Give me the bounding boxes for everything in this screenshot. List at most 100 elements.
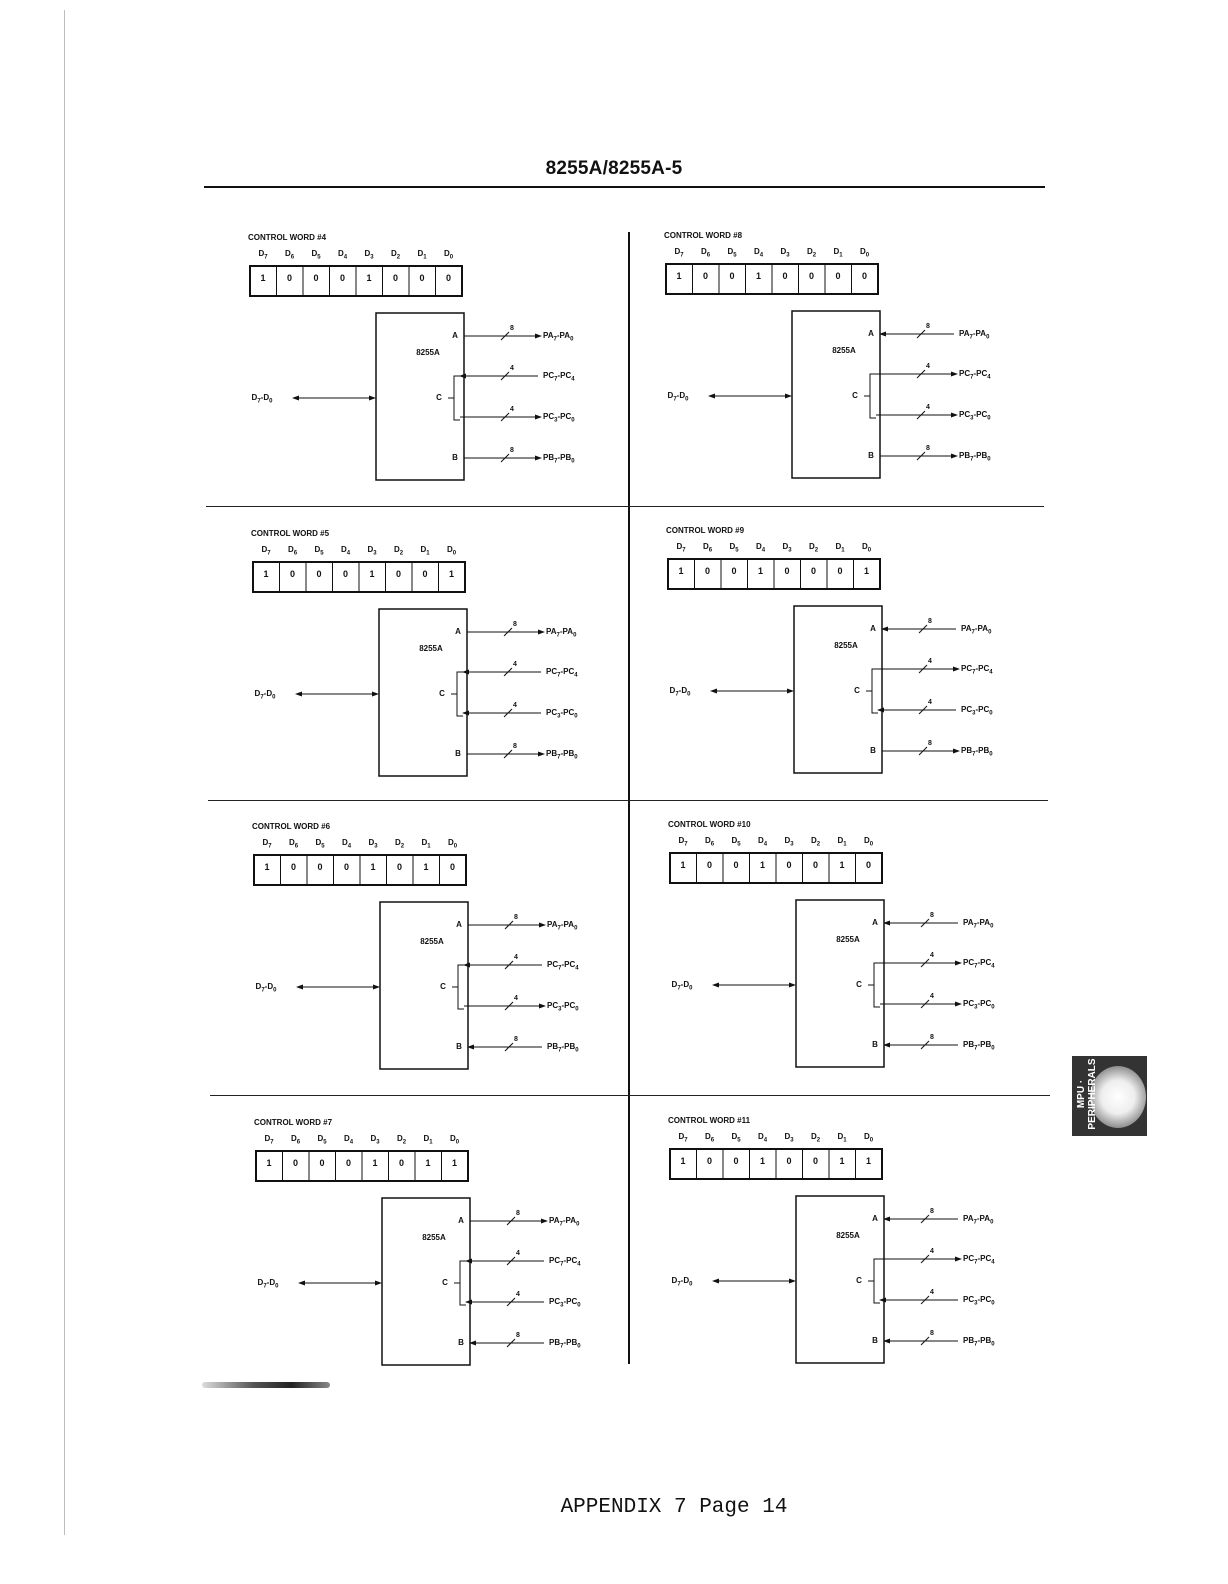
port-label: PC3-PC0 <box>959 410 991 422</box>
port-label: PB7-PB0 <box>543 453 575 465</box>
bit-cell: 0 <box>784 566 790 576</box>
port-arrow-out <box>535 333 542 339</box>
bit-label: D7 <box>258 249 268 261</box>
chip-name: 8255A <box>422 1233 446 1242</box>
port-label: PC7-PC4 <box>547 960 579 972</box>
bit-label: D3 <box>368 838 378 850</box>
port-label: PB7-PB0 <box>961 746 993 758</box>
bit-cell: 0 <box>733 1156 739 1166</box>
port-arrow-in <box>883 920 890 926</box>
bus-width-number: 4 <box>928 658 932 665</box>
port-c-bracket <box>864 373 876 419</box>
bit-label: D7 <box>676 542 686 554</box>
bus-arrow-right <box>789 982 796 988</box>
chip-outline <box>381 1197 471 1366</box>
chip-outline <box>795 899 885 1068</box>
port-arrow-out <box>535 455 542 461</box>
bit-label: D7 <box>261 545 271 557</box>
port-c-bracket <box>452 964 464 1010</box>
port-c-bracket <box>448 375 460 421</box>
bus-width-slash <box>916 451 926 461</box>
bit-cell: 1 <box>264 862 270 872</box>
bit-label: D2 <box>394 838 405 850</box>
control-word-title: CONTROL WORD #11 <box>668 1116 751 1125</box>
port-c-bracket <box>868 1258 880 1304</box>
bus-width-number: 4 <box>516 1291 520 1298</box>
bit-cell: 0 <box>835 271 841 281</box>
port-arrow-out <box>951 371 958 377</box>
bit-cell: 0 <box>865 860 871 870</box>
bit-cell: 0 <box>706 1156 712 1166</box>
bus-arrow-right <box>789 1278 796 1284</box>
bit-label: D4 <box>757 1132 768 1144</box>
bit-cell: 1 <box>369 569 375 579</box>
bit-cell: 1 <box>839 860 845 870</box>
bit-cell: 0 <box>729 271 735 281</box>
bit-label: D1 <box>835 542 845 554</box>
port-arrow-out <box>539 922 546 928</box>
bit-label: D5 <box>727 247 737 259</box>
bit-label: D5 <box>311 249 321 261</box>
bit-label: D1 <box>423 1134 433 1146</box>
pin-b-label: B <box>452 453 458 462</box>
bit-cell: 0 <box>339 273 345 283</box>
bus-width-slash <box>920 958 930 968</box>
port-arrow-in <box>877 707 884 713</box>
data-bus-label: D7-D0 <box>257 1278 279 1290</box>
bit-cell: 0 <box>292 1158 298 1168</box>
bus-width-slash <box>916 329 926 339</box>
pin-a-label: A <box>868 329 874 338</box>
bit-label: D4 <box>341 838 352 850</box>
port-arrow-in <box>465 1258 472 1264</box>
bit-cell: 0 <box>861 271 867 281</box>
bus-width-slash <box>500 371 510 381</box>
bit-cell: 1 <box>451 1158 457 1168</box>
bit-cell: 0 <box>343 862 349 872</box>
bit-label: D2 <box>393 545 404 557</box>
bus-width-number: 8 <box>510 325 514 332</box>
chip-name: 8255A <box>834 641 858 650</box>
bus-width-number: 8 <box>930 1034 934 1041</box>
bus-width-number: 8 <box>928 618 932 625</box>
bit-label: D6 <box>287 545 298 557</box>
bus-width-slash <box>503 749 513 759</box>
port-label: PC7-PC4 <box>549 1256 581 1268</box>
bus-width-number: 4 <box>514 995 518 1002</box>
chip-outline <box>791 310 881 479</box>
bus-width-number: 4 <box>930 1248 934 1255</box>
pin-c-label: C <box>436 393 442 402</box>
bus-width-slash <box>506 1216 516 1226</box>
port-label: PC3-PC0 <box>963 999 995 1011</box>
bus-width-slash <box>504 1042 514 1052</box>
port-label: PC3-PC0 <box>543 412 575 424</box>
bit-cell: 0 <box>319 1158 325 1168</box>
bus-width-slash <box>920 999 930 1009</box>
port-label: PB7-PB0 <box>549 1338 581 1350</box>
bit-label: D4 <box>755 542 766 554</box>
port-label: PC3-PC0 <box>547 1001 579 1013</box>
control-word-title: CONTROL WORD #9 <box>666 526 745 535</box>
bus-width-slash <box>500 331 510 341</box>
bus-width-slash <box>503 627 513 637</box>
bus-width-slash <box>506 1297 516 1307</box>
bit-label: D4 <box>757 836 768 848</box>
bus-width-slash <box>504 920 514 930</box>
port-c-bracket <box>454 1260 466 1306</box>
port-label: PC7-PC4 <box>963 958 995 970</box>
bit-label: D2 <box>396 1134 407 1146</box>
bit-cell: 0 <box>345 1158 351 1168</box>
bit-label: D7 <box>262 838 272 850</box>
bus-arrow-right <box>785 393 792 399</box>
bit-cell: 0 <box>419 273 425 283</box>
bit-cell: 0 <box>342 569 348 579</box>
bus-arrow-left <box>296 984 303 990</box>
bus-width-slash <box>916 369 926 379</box>
port-arrow-in <box>459 373 466 379</box>
bit-label: D0 <box>863 836 874 848</box>
bit-cell: 0 <box>395 569 401 579</box>
bit-cell: 0 <box>392 273 398 283</box>
